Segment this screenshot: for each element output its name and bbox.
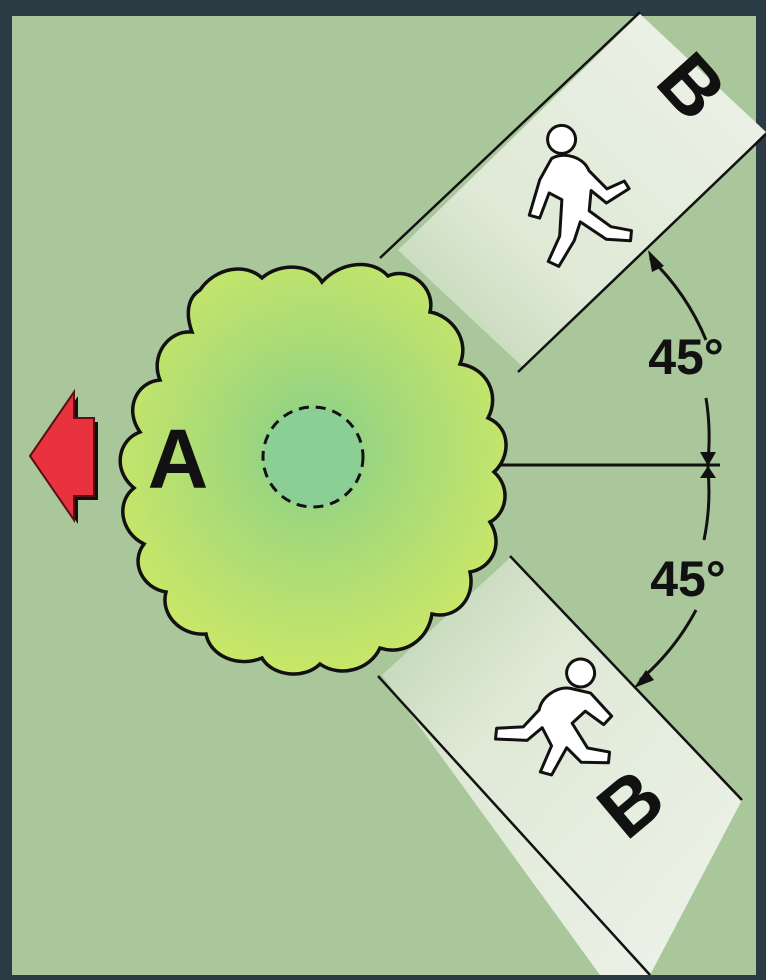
angle-label-upper: 45°	[648, 329, 724, 385]
tree-trunk-marker	[263, 407, 363, 507]
angle-label-lower: 45°	[650, 551, 726, 607]
tree-label: A	[148, 412, 209, 506]
